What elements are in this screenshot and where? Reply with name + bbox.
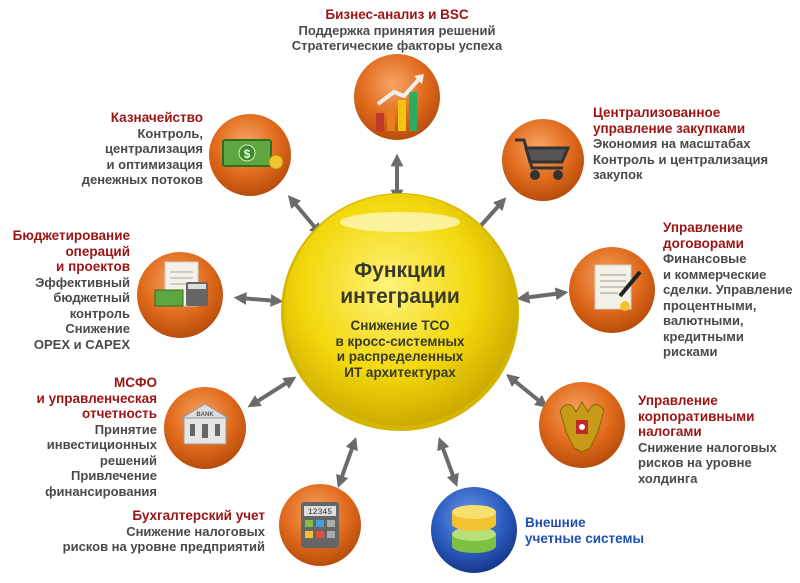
node-treasury: Казначейство Контроль, централизация и о… xyxy=(40,110,203,188)
node-bi-desc: Поддержка принятия решений Стратегически… xyxy=(291,22,503,54)
budget-calculator-icon xyxy=(154,261,208,307)
node-ifrs-desc: Принятие инвестиционных решений Привлече… xyxy=(45,421,157,499)
node-taxes-circle xyxy=(539,382,625,468)
connector-arrows xyxy=(233,153,569,489)
node-contracts-circle xyxy=(569,247,655,333)
node-external-title: Внешние учетные системы xyxy=(525,515,645,546)
node-bi: Бизнес-анализ и BSC Поддержка принятия р… xyxy=(247,7,547,54)
node-taxes: Управление корпоративными налогами Сниже… xyxy=(638,393,800,486)
center-subtitle: Снижение ТСО в кросс-системных и распред… xyxy=(335,318,465,380)
money-icon: $ xyxy=(222,139,284,170)
growth-chart-icon xyxy=(376,74,424,131)
node-taxes-desc: Снижение налоговых рисков на уровне холд… xyxy=(638,439,777,486)
node-external: Внешние учетные системы xyxy=(525,515,685,546)
node-bi-circle xyxy=(354,54,440,140)
arrow-taxes xyxy=(506,373,548,409)
node-ifrs-circle: BANK xyxy=(164,387,246,469)
node-accounting: Бухгалтерский учет Снижение налоговых ри… xyxy=(40,508,265,555)
node-procurement-circle xyxy=(502,119,584,201)
node-budget-circle xyxy=(137,252,223,338)
node-taxes-title: Управление корпоративными налогами xyxy=(638,393,755,439)
node-procurement-title: Централизованное управление закупками xyxy=(593,105,746,136)
node-budget-title: Бюджетирование операций и проектов xyxy=(12,228,130,274)
node-budget: Бюджетирование операций и проектов Эффек… xyxy=(0,228,130,352)
svg-text:$: $ xyxy=(244,147,251,161)
arrow-accounting xyxy=(336,436,358,489)
node-bi-title: Бизнес-анализ и BSC xyxy=(325,7,469,22)
bank-icon: BANK xyxy=(180,403,230,445)
arrow-contracts xyxy=(516,287,569,304)
node-treasury-circle: $ xyxy=(209,114,291,196)
shopping-cart-icon xyxy=(515,138,571,180)
database-icon xyxy=(452,505,496,553)
node-accounting-circle: 12345 xyxy=(279,484,361,566)
node-ifrs: МСФО и управленческая отчетность Приняти… xyxy=(10,375,157,499)
arrow-treasury xyxy=(287,195,323,236)
node-treasury-desc: Контроль, централизация и оптимизация де… xyxy=(81,125,203,188)
node-external-circle xyxy=(431,487,517,573)
arrow-external xyxy=(437,436,459,488)
coat-of-arms-icon xyxy=(559,401,605,453)
svg-text:BANK: BANK xyxy=(196,412,214,418)
node-ifrs-title: МСФО и управленческая отчетность xyxy=(36,375,157,421)
node-contracts-desc: Финансовые и коммерческие сделки. Управл… xyxy=(663,251,793,359)
node-procurement-desc: Экономия на масштабах Контроль и централ… xyxy=(593,136,769,182)
node-contracts-title: Управление договорами xyxy=(663,220,744,251)
node-accounting-desc: Снижение налоговых рисков на уровне пред… xyxy=(62,523,265,555)
center-circle xyxy=(281,193,519,431)
node-treasury-title: Казначейство xyxy=(110,110,203,125)
node-accounting-title: Бухгалтерский учет xyxy=(132,508,265,523)
arrow-ifrs xyxy=(247,376,297,408)
contract-pen-icon xyxy=(594,264,642,311)
calculator-icon: 12345 xyxy=(301,502,339,548)
node-contracts: Управление договорами Финансовые и комме… xyxy=(663,220,800,360)
node-procurement: Централизованное управление закупками Эк… xyxy=(593,105,793,183)
node-budget-desc: Эффективный бюджетный контроль Снижение … xyxy=(33,274,130,352)
center-title: Функции интеграции xyxy=(340,259,460,308)
svg-text:12345: 12345 xyxy=(308,508,332,517)
arrow-budget xyxy=(233,292,284,307)
